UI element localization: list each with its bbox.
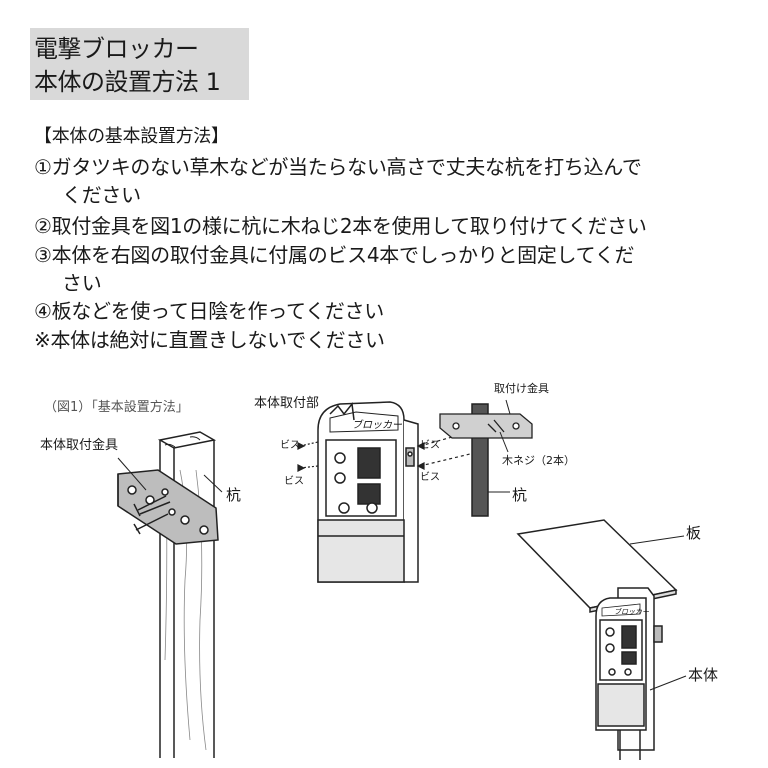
step-3-cont: さい [62, 271, 102, 295]
post-label: 杭 [226, 486, 242, 504]
screw-label-right-top: ビス [420, 440, 440, 451]
sunshade-board [516, 519, 685, 613]
page-subtitle: 本体の設置方法 1 [34, 68, 221, 96]
wood-screw-label: 木ネジ（2本） [502, 454, 575, 467]
screw-label-left-top: ビス [280, 440, 300, 451]
wood-screws-left [117, 457, 223, 535]
warning-note: ※本体は絶対に直置きしないでください [34, 328, 385, 352]
screw-label-right-bottom: ビス [420, 472, 440, 483]
instructions-heading: 【本体の基本設置方法】 [34, 126, 229, 147]
step-3: ③本体を右図の取付金具に付属のビス4本でしっかりと固定してくだ [34, 243, 635, 267]
page-title: 電撃ブロッカー [34, 35, 199, 63]
mounting-bracket-left [117, 469, 219, 545]
figure-caption: （図1）「基本設置方法」 [44, 400, 189, 415]
device-right [595, 587, 687, 760]
device-right-logo: ブロッカー [601, 603, 650, 617]
screw-label-left-bottom: ビス [284, 476, 304, 487]
bracket-label: 本体取付金具 [40, 438, 119, 453]
step-4: ④板などを使って日陰を作ってください [34, 299, 384, 323]
step-1-cont: ください [62, 183, 141, 207]
fitting-label: 取付け金具 [494, 382, 549, 395]
device-middle-logo: ブロッカー [329, 402, 403, 433]
step-2: ②取付金具を図1の様に杭に木ねじ2本を使用して取り付けてください [34, 214, 647, 238]
title-background [30, 28, 249, 100]
step-1: ①ガタツキのない草木などが当たらない高さで丈夫な杭を打ち込んで [34, 155, 642, 179]
device-middle [317, 401, 419, 583]
post-label-right: 杭 [512, 486, 528, 504]
fitting-bracket-right [439, 399, 533, 493]
svg-text:ブロッカー: ブロッカー [352, 419, 403, 431]
body-label: 本体 [688, 666, 719, 684]
board-label: 板 [686, 524, 702, 542]
svg-text:ブロッカー: ブロッカー [614, 608, 650, 616]
unit-mount-label: 本体取付部 [254, 396, 320, 411]
